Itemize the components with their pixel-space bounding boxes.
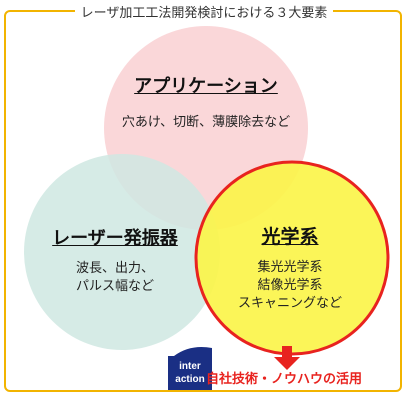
diagram-title: レーザ加工工法開発検討における３大要素 [0,2,408,21]
laser-desc-line-2: パルス幅など [75,279,154,294]
laser-circle [24,154,220,350]
interaction-logo: inter action [168,347,212,390]
laser-label: レーザー発振器 波長、出力、 パルス幅など [30,224,200,296]
optics-desc-line-1: 集光光学系 [257,260,323,275]
optics-desc-line-2: 結像光学系 [257,278,323,293]
laser-desc-line-1: 波長、出力、 [75,261,154,276]
application-heading: アプリケーション [134,76,278,97]
application-label: アプリケーション 穴あけ、切断、薄膜除去など [106,72,306,132]
logo-line-2: action [175,374,204,385]
optics-desc-line-3: スキャニングなど [237,296,342,311]
footer-text: 自社技術・ノウハウの活用 [206,372,363,387]
laser-heading: レーザー発振器 [52,228,178,249]
optics-heading: 光学系 [261,226,319,248]
optics-label: 光学系 集光光学系 結像光学系 スキャニングなど [210,222,370,313]
application-desc: 穴あけ、切断、薄膜除去など [121,115,291,130]
diagram-title-text: レーザ加工工法開発検討における３大要素 [74,6,334,21]
down-arrow-icon [274,346,300,370]
logo-line-1: inter [179,361,201,372]
